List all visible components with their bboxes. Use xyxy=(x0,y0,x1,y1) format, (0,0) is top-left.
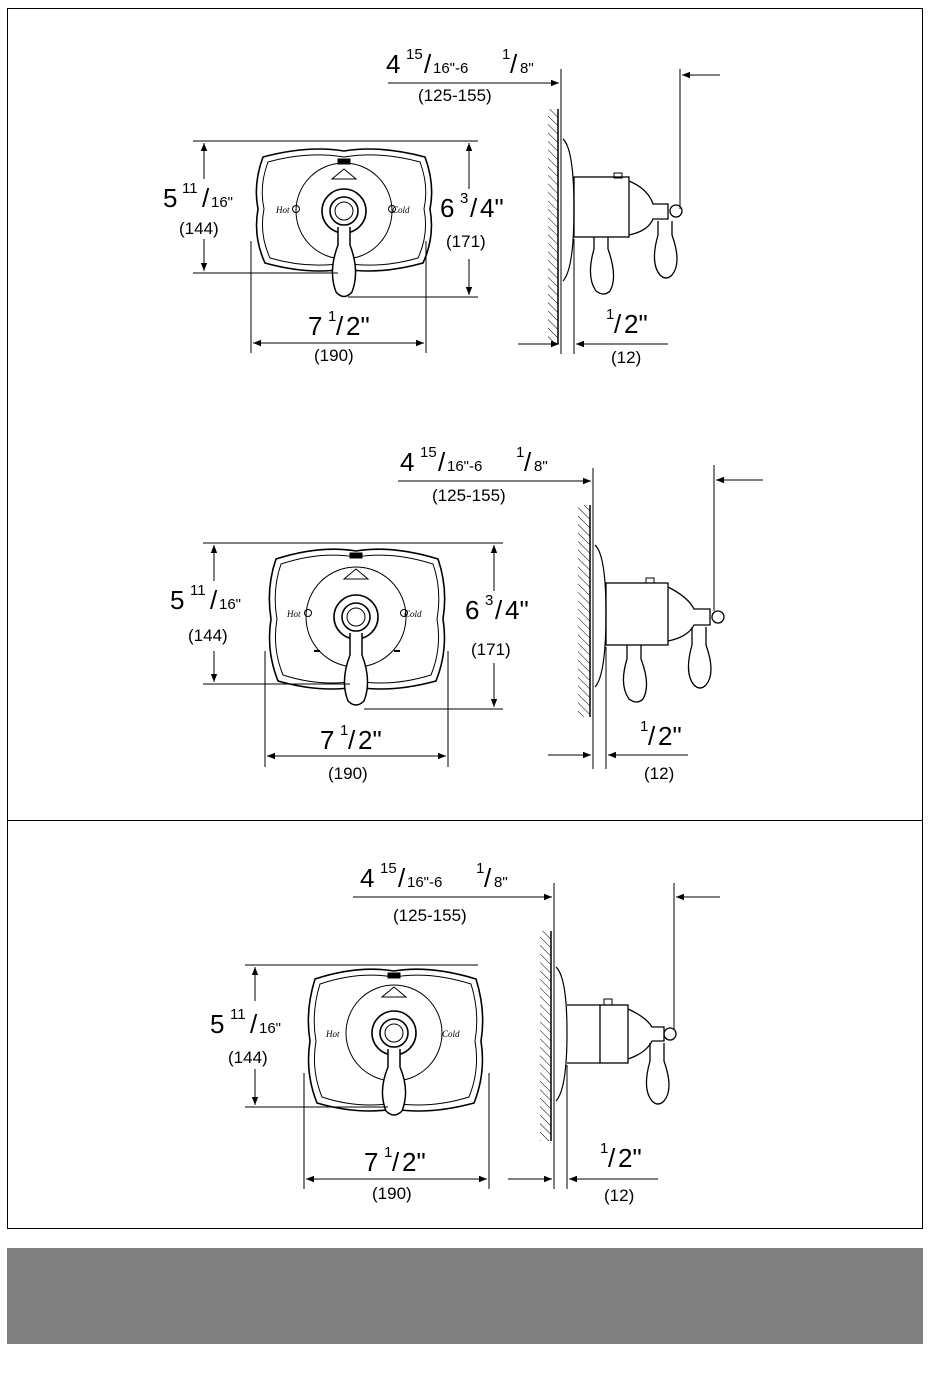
width-mm: (190) xyxy=(328,764,368,783)
depth-mm: (125-155) xyxy=(393,906,467,925)
fraction-slash: / xyxy=(608,1143,616,1173)
width-den: 2" xyxy=(346,311,370,341)
height-den: 16" xyxy=(259,1020,281,1037)
offset-mm: (12) xyxy=(604,1186,634,1205)
depth-den1: 16"-6 xyxy=(447,458,482,475)
width-mm: (190) xyxy=(314,346,354,365)
offset-den: 2" xyxy=(624,309,648,339)
depth-den1: 16"-6 xyxy=(407,874,442,891)
fraction-slash: / xyxy=(202,183,210,213)
offset-mm: (12) xyxy=(611,348,641,367)
height-mm: (144) xyxy=(179,219,219,238)
front-view xyxy=(269,549,444,705)
offset-mm: (12) xyxy=(644,764,674,783)
front-view xyxy=(308,969,482,1115)
cold-label: Cold xyxy=(392,205,410,215)
fraction-slash: / xyxy=(210,585,218,615)
height-whole: 5 xyxy=(170,585,184,615)
depth-den1: 16"-6 xyxy=(433,60,468,77)
panel-2-drawing: Hot Cold 5 11 / 16" (144) 6 3 / 4" (171)… xyxy=(8,413,924,821)
height2-dimension xyxy=(364,545,503,709)
diagram-panel-1: Hot Cold 5 11 / 16" (144) 6 3 / 4" (171)… xyxy=(7,8,923,414)
depth-den2: 8" xyxy=(534,458,548,475)
cold-label: Cold xyxy=(442,1029,460,1039)
fraction-slash: / xyxy=(484,863,492,893)
fraction-slash: / xyxy=(470,193,478,223)
width-whole: 7 xyxy=(308,311,322,341)
height-num: 11 xyxy=(190,582,206,599)
fraction-slash: / xyxy=(510,49,518,79)
depth-whole: 4 xyxy=(360,863,374,893)
height2-dimension xyxy=(348,143,478,297)
height-den: 16" xyxy=(211,194,233,211)
fraction-slash: / xyxy=(336,311,344,341)
height2-mm: (171) xyxy=(446,232,486,251)
depth-den2: 8" xyxy=(494,874,508,891)
front-view xyxy=(256,149,431,297)
hot-label: Hot xyxy=(275,205,290,215)
fraction-slash: / xyxy=(648,721,656,751)
diagram-panel-2: Hot Cold 5 11 / 16" (144) 6 3 / 4" (171)… xyxy=(7,413,923,821)
height-whole: 5 xyxy=(163,183,177,213)
depth-mm: (125-155) xyxy=(432,486,506,505)
width-mm: (190) xyxy=(372,1184,412,1203)
depth-den2: 8" xyxy=(520,60,534,77)
height2-num: 3 xyxy=(460,190,468,207)
width-whole: 7 xyxy=(364,1147,378,1177)
offset-den: 2" xyxy=(618,1143,642,1173)
panel-1-drawing: Hot Cold 5 11 / 16" (144) 6 3 / 4" (171)… xyxy=(8,9,924,415)
fraction-slash: / xyxy=(250,1009,258,1039)
height-den: 16" xyxy=(219,596,241,613)
fraction-slash: / xyxy=(524,447,532,477)
height-mm: (144) xyxy=(188,626,228,645)
height2-den: 4" xyxy=(505,595,529,625)
depth-num1: 15 xyxy=(420,444,437,461)
depth-mm: (125-155) xyxy=(418,86,492,105)
depth-dimension xyxy=(353,883,720,1029)
depth-whole: 4 xyxy=(400,447,414,477)
panel-3-drawing: Hot Cold 5 11 / 16" (144) 7 1 / 2" (190)… xyxy=(8,821,924,1230)
diagram-panel-3: Hot Cold 5 11 / 16" (144) 7 1 / 2" (190)… xyxy=(7,820,923,1229)
fraction-slash: / xyxy=(424,49,432,79)
fraction-slash: / xyxy=(614,309,622,339)
fraction-slash: / xyxy=(348,725,356,755)
width-den: 2" xyxy=(402,1147,426,1177)
height2-mm: (171) xyxy=(471,640,511,659)
depth-whole: 4 xyxy=(386,49,400,79)
fraction-slash: / xyxy=(398,863,406,893)
width-whole: 7 xyxy=(320,725,334,755)
height2-num: 3 xyxy=(485,592,493,609)
height2-den: 4" xyxy=(480,193,504,223)
height2-whole: 6 xyxy=(440,193,454,223)
height-num: 11 xyxy=(230,1006,246,1023)
hot-label: Hot xyxy=(286,609,301,619)
width-den: 2" xyxy=(358,725,382,755)
height-mm: (144) xyxy=(228,1048,268,1067)
height-num: 11 xyxy=(182,180,198,197)
cold-label: Cold xyxy=(404,609,422,619)
depth-num1: 15 xyxy=(406,46,423,63)
fraction-slash: / xyxy=(438,447,446,477)
height-whole: 5 xyxy=(210,1009,224,1039)
footer-bar xyxy=(7,1248,923,1344)
hot-label: Hot xyxy=(325,1029,340,1039)
height2-whole: 6 xyxy=(465,595,479,625)
fraction-slash: / xyxy=(495,595,503,625)
offset-den: 2" xyxy=(658,721,682,751)
depth-num1: 15 xyxy=(380,860,397,877)
fraction-slash: / xyxy=(392,1147,400,1177)
